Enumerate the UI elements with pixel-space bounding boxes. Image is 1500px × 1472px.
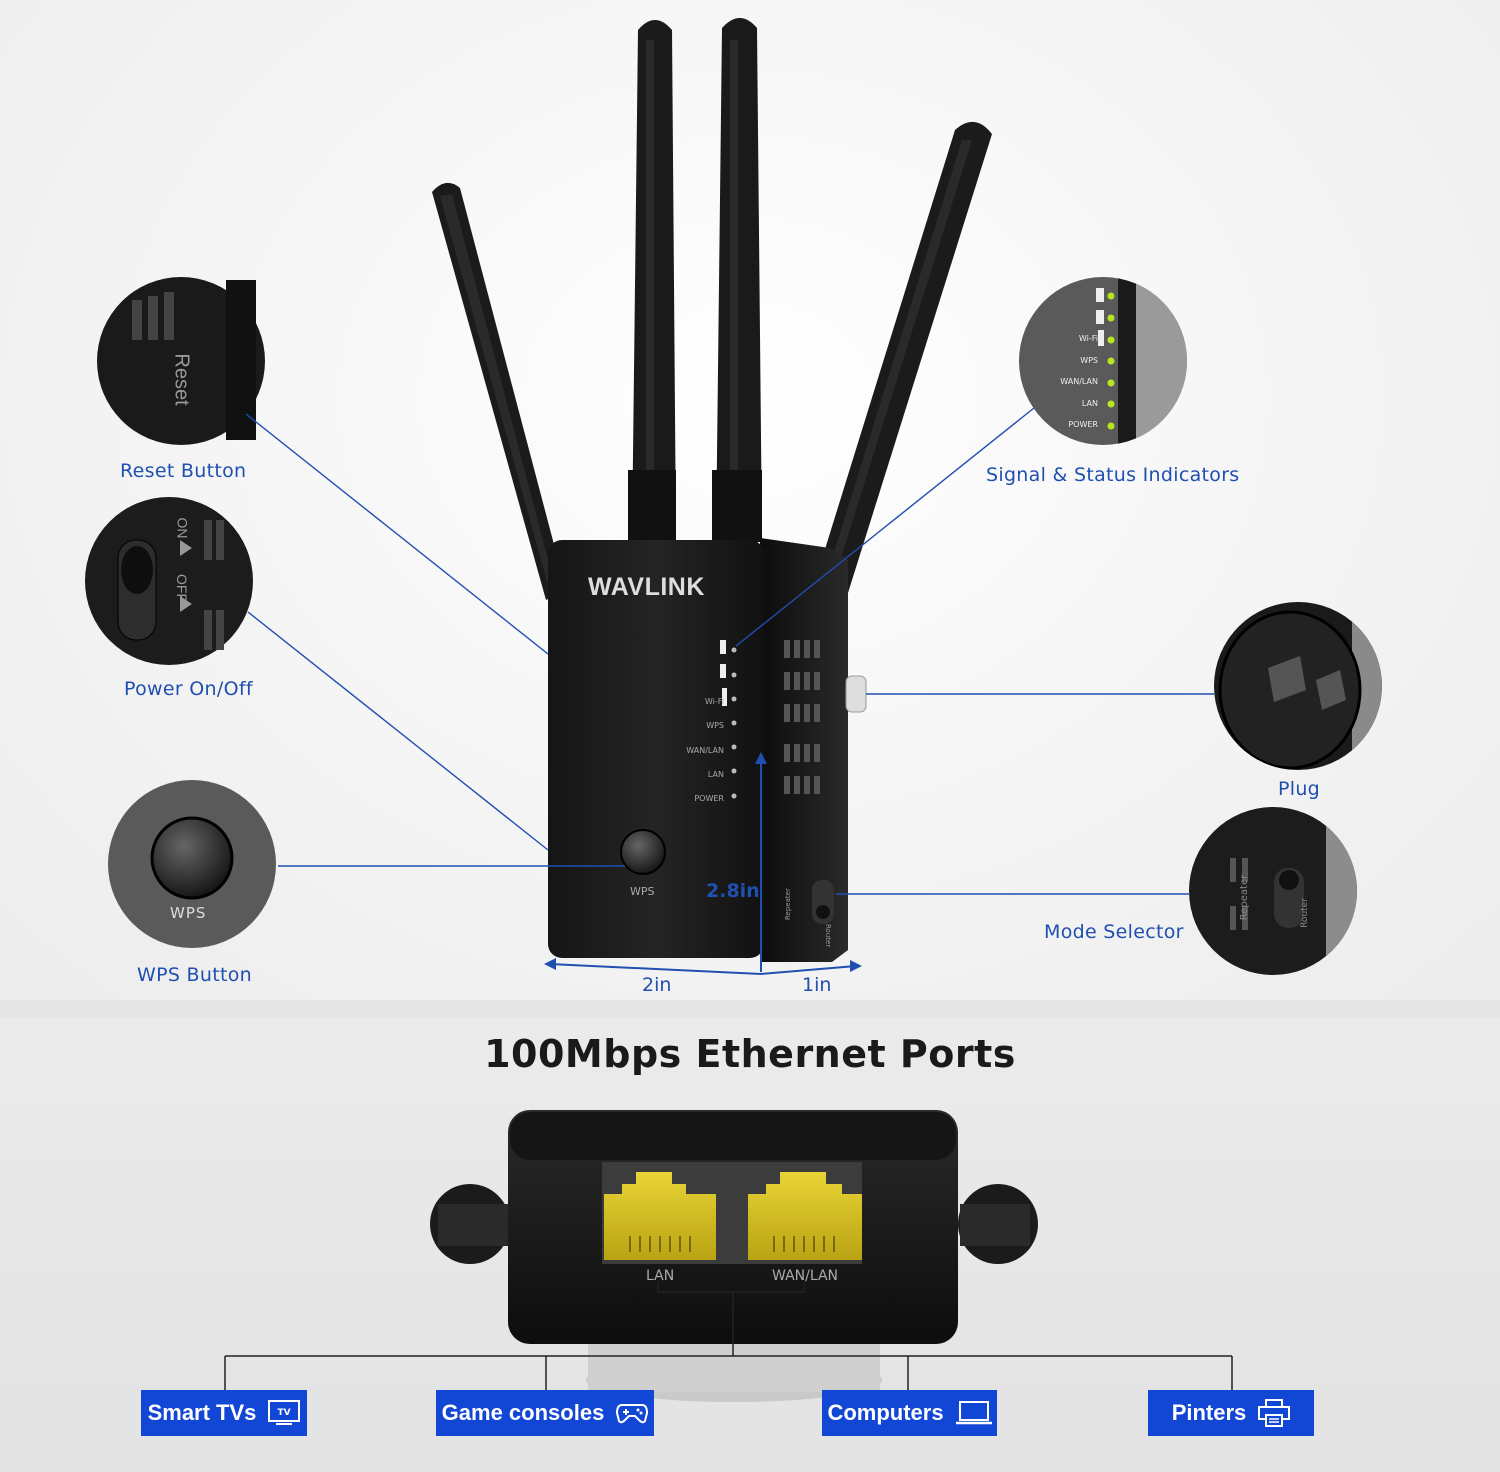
port-label-lan: LAN bbox=[646, 1268, 675, 1284]
device-wps-label: WPS bbox=[630, 885, 655, 898]
tag-smart-tvs: Smart TVs TV bbox=[141, 1390, 307, 1436]
power-label: Power On/Off bbox=[124, 678, 253, 700]
laptop-icon bbox=[955, 1401, 992, 1425]
tag-computers-label: Computers bbox=[827, 1400, 944, 1425]
connection-tree bbox=[224, 1282, 1233, 1390]
mode-label-repeater: Repeater bbox=[784, 888, 792, 920]
ports-title: 100Mbps Ethernet Ports bbox=[484, 1032, 1016, 1076]
device-wps-button bbox=[620, 829, 666, 875]
mode-inset-repeater: Repeater bbox=[1239, 874, 1251, 921]
device-led-labels: Wi-Fi WPS WAN/LAN LAN POWER bbox=[680, 690, 724, 811]
indicators-inset-labels: Wi-Fi WPS WAN/LAN LAN POWER bbox=[1048, 328, 1098, 436]
inset-led-wifi: Wi-Fi bbox=[1078, 334, 1098, 343]
led-label-wanlan: WAN/LAN bbox=[686, 745, 724, 755]
inset-led-wanlan: WAN/LAN bbox=[1060, 377, 1098, 387]
tag-smart-tvs-label: Smart TVs bbox=[147, 1400, 257, 1425]
height-dimension: 2.8in bbox=[706, 880, 760, 902]
tv-icon: TV bbox=[268, 1400, 301, 1425]
svg-text:TV: TV bbox=[278, 1408, 291, 1418]
tag-game-consoles-label: Game consoles bbox=[441, 1400, 605, 1425]
power-inset bbox=[85, 497, 253, 665]
antenna-far-right bbox=[808, 121, 992, 613]
gamepad-icon bbox=[616, 1404, 649, 1424]
reset-inset bbox=[97, 277, 265, 445]
indicators-inset bbox=[1019, 277, 1187, 445]
printer-icon bbox=[1258, 1399, 1291, 1427]
port-label-wanlan: WAN/LAN bbox=[772, 1268, 839, 1284]
led-label-wifi: Wi-Fi bbox=[704, 697, 724, 706]
mode-inset bbox=[1189, 807, 1357, 975]
indicators-label: Signal & Status Indicators bbox=[986, 464, 1240, 486]
mode-label-router: Router bbox=[824, 924, 832, 948]
reset-inset-text: Reset bbox=[170, 353, 193, 406]
depth-dimension: 1in bbox=[802, 974, 832, 996]
wps-button-label: WPS Button bbox=[137, 964, 252, 986]
inset-led-lan: LAN bbox=[1081, 398, 1098, 408]
mode-inset-router: Router bbox=[1299, 898, 1310, 928]
inset-led-power: POWER bbox=[1068, 420, 1098, 430]
led-label-wps: WPS bbox=[706, 721, 724, 731]
section-divider bbox=[0, 1000, 1500, 1018]
dimension-arrows bbox=[544, 752, 862, 975]
tag-game-consoles: Game consoles bbox=[436, 1390, 654, 1436]
power-inset-off: OFF bbox=[174, 574, 190, 602]
repeater-body bbox=[548, 538, 867, 962]
antenna-center-right bbox=[712, 18, 762, 542]
mode-selector-label: Mode Selector bbox=[1044, 921, 1184, 943]
led-label-power: POWER bbox=[694, 794, 724, 804]
width-dimension: 2in bbox=[642, 974, 672, 996]
wps-inset bbox=[108, 780, 276, 948]
tag-printers-label: Pinters bbox=[1171, 1400, 1247, 1425]
leader-lines bbox=[245, 407, 1214, 895]
ports-device bbox=[430, 1110, 1038, 1402]
antenna-center-left bbox=[628, 20, 676, 542]
device-mode-labels: Repeater Router bbox=[770, 880, 870, 947]
power-inset-on: ON bbox=[174, 517, 191, 539]
wps-inset-text: WPS bbox=[170, 904, 207, 922]
tag-printers: Pinters bbox=[1148, 1390, 1314, 1436]
brand-logo: WAVLINK bbox=[588, 573, 705, 601]
reset-button-label: Reset Button bbox=[120, 460, 247, 482]
led-label-lan: LAN bbox=[707, 769, 724, 779]
plug-label: Plug bbox=[1278, 778, 1321, 800]
antenna-far-left bbox=[432, 182, 566, 600]
tag-computers: Computers bbox=[822, 1390, 997, 1436]
inset-led-wps: WPS bbox=[1080, 355, 1098, 365]
plug-inset bbox=[1214, 602, 1382, 770]
front-led-column bbox=[720, 640, 737, 799]
